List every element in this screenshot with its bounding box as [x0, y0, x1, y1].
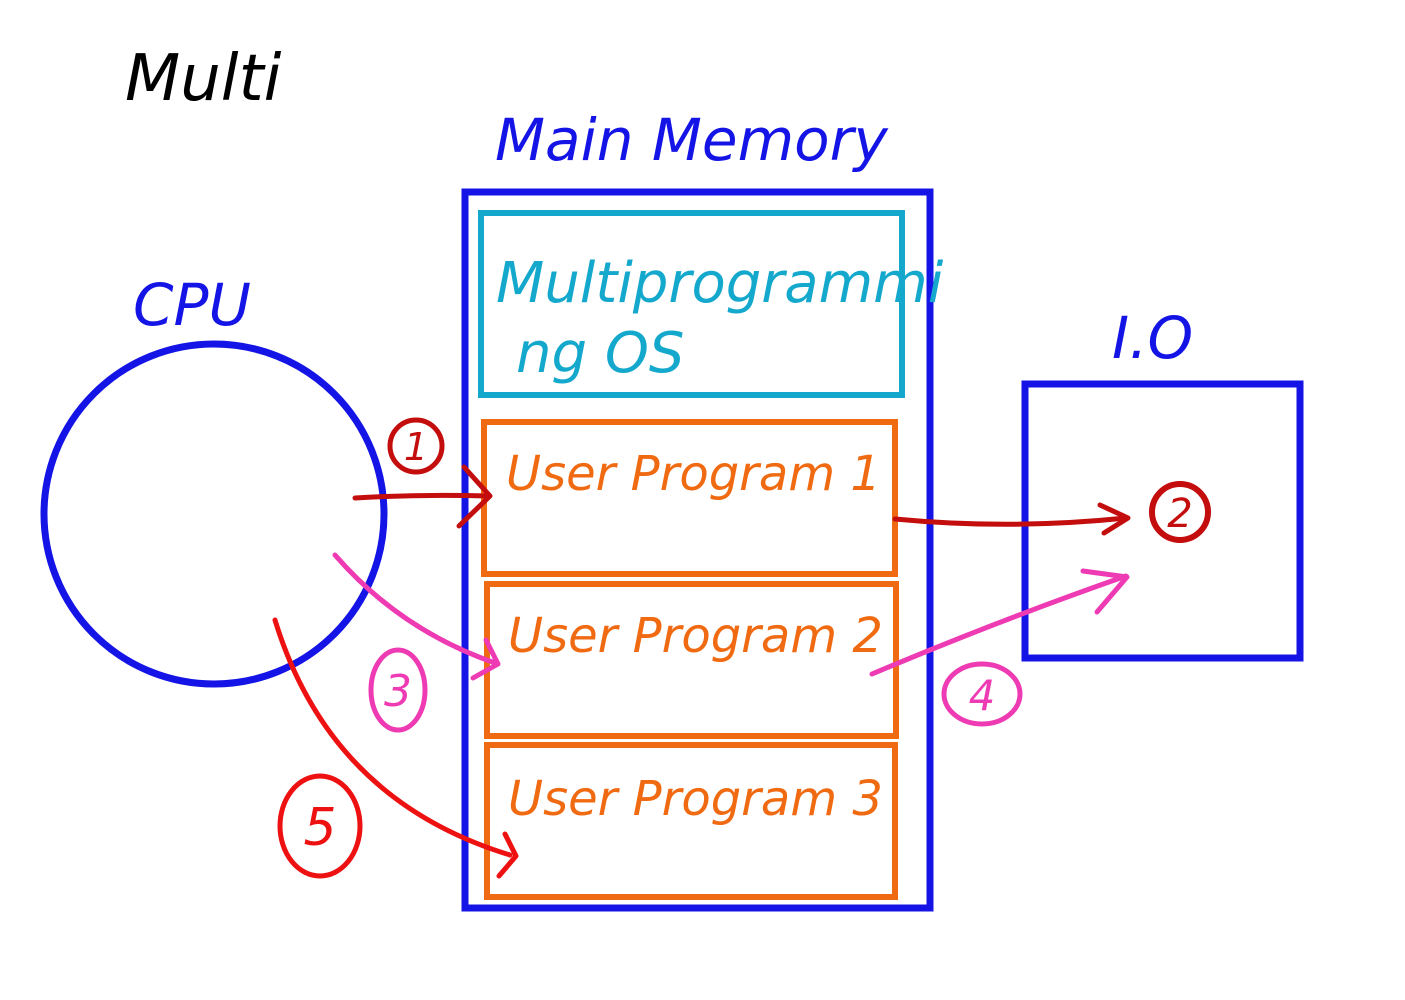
- step-3-number: 3: [384, 666, 412, 717]
- arrow-step-5: [272, 617, 513, 858]
- arrow-step-5-head: [496, 831, 519, 879]
- arrow-step-4-head: [1080, 568, 1130, 615]
- step-3-circle: [368, 647, 428, 733]
- arrow-step-1-head: [456, 464, 493, 529]
- arrow-step-1: [352, 492, 491, 501]
- user-program-1-label: User Program 1: [506, 446, 881, 502]
- step-1-circle: [387, 417, 445, 475]
- arrow-step-3-head: [470, 637, 501, 681]
- cpu-circle: [40, 340, 388, 688]
- io-box: [1021, 380, 1304, 662]
- user-program-3-box: [484, 742, 898, 900]
- step-2-circle: [1149, 481, 1211, 543]
- main-memory-box: [461, 188, 934, 912]
- arrow-step-4: [869, 573, 1129, 677]
- diagram-title: Multi: [125, 42, 282, 116]
- io-label: I.O: [1112, 304, 1193, 372]
- user-program-3-label: User Program 3: [508, 771, 883, 827]
- os-label-line2: ng OS: [516, 321, 684, 386]
- step-1-number: 1: [404, 425, 428, 469]
- step-2-number: 2: [1167, 491, 1192, 537]
- arrow-step-2-head: [1097, 502, 1131, 536]
- os-box: [478, 210, 905, 398]
- user-program-2-label: User Program 2: [508, 608, 883, 664]
- step-5-circle: [277, 773, 363, 879]
- arrow-step-3: [332, 552, 498, 666]
- step-5-number: 5: [303, 798, 336, 858]
- cpu-label: CPU: [133, 271, 251, 339]
- os-label-line1: Multiprogrammi: [496, 251, 944, 316]
- main-memory-label: Main Memory: [495, 106, 888, 174]
- step-4-circle: [941, 661, 1023, 727]
- step-4-number: 4: [969, 671, 996, 720]
- arrow-step-2: [892, 515, 1129, 527]
